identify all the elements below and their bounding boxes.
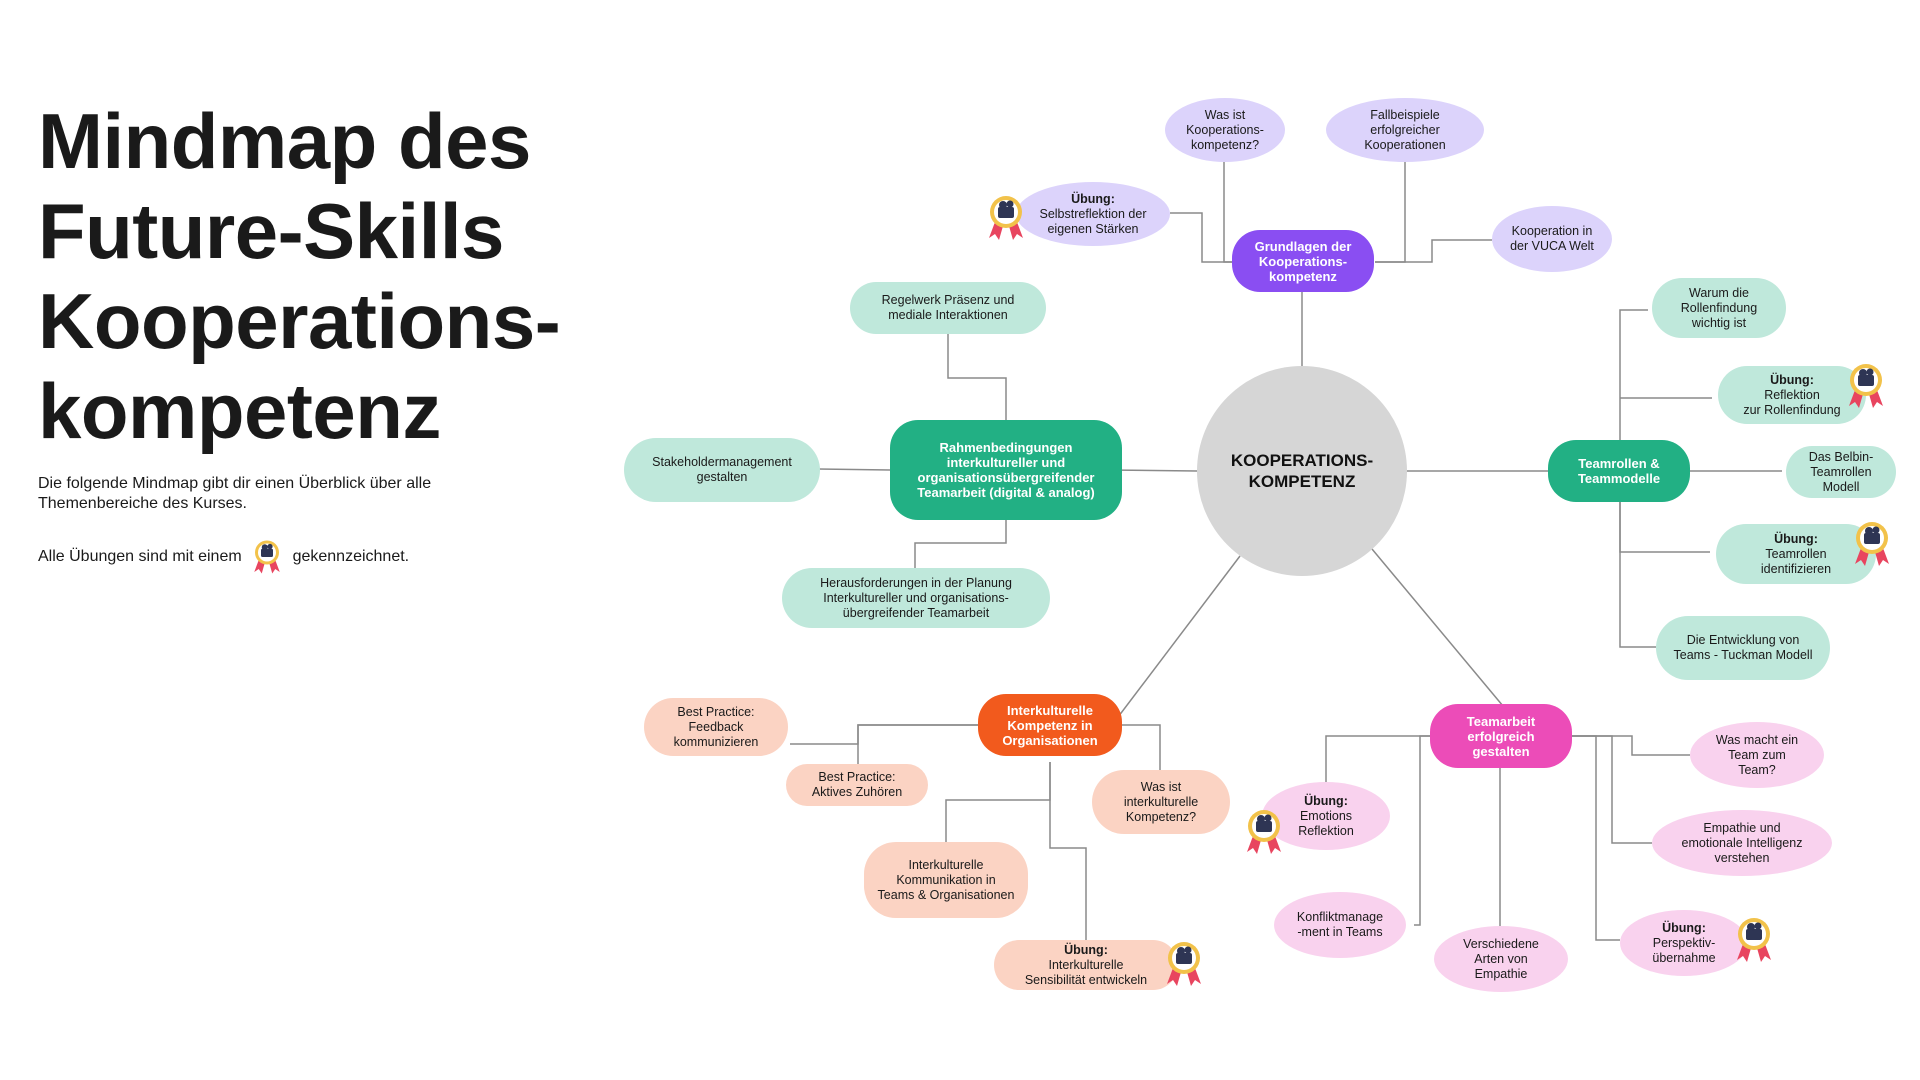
- exercise-legend: Alle Übungen sind mit einem gekennzeichn…: [38, 539, 478, 575]
- connector: [914, 520, 1007, 568]
- hub-grundlagen[interactable]: Grundlagen der Kooperations- kompetenz: [1232, 230, 1374, 292]
- title-line: Kooperations-: [38, 277, 561, 365]
- central-topic[interactable]: KOOPERATIONS- KOMPETENZ: [1197, 366, 1407, 576]
- exercise-perspektivuebernahme[interactable]: Übung: Perspektiv- übernahme: [1620, 910, 1748, 976]
- award-badge-icon: [254, 540, 280, 574]
- leaf-was-macht-team[interactable]: Was macht ein Team zum Team?: [1690, 722, 1824, 788]
- exercise-interkulturelle-sensibilitaet[interactable]: Übung: Interkulturelle Sensibilität entw…: [994, 940, 1178, 990]
- leaf-was-ist-kooperationskompetenz[interactable]: Was ist Kooperations- kompetenz?: [1165, 98, 1285, 162]
- exercise-reflektion-rollenfindung[interactable]: Übung: Reflektion zur Rollenfindung: [1718, 366, 1866, 424]
- exercise-emotions-reflektion[interactable]: Übung: Emotions Reflektion: [1262, 782, 1390, 850]
- leaf-regelwerk[interactable]: Regelwerk Präsenz und mediale Interaktio…: [850, 282, 1046, 334]
- title-line: Mindmap des: [38, 97, 531, 185]
- intro-text: Die folgende Mindmap gibt dir einen Über…: [38, 475, 432, 512]
- connector: [1619, 471, 1656, 648]
- page-title: Mindmap des Future-Skills Kooperations- …: [38, 96, 638, 456]
- leaf-konfliktmanagement[interactable]: Konfliktmanage -ment in Teams: [1274, 892, 1406, 958]
- award-badge-icon: [1737, 918, 1771, 962]
- leaf-vuca[interactable]: Kooperation in der VUCA Welt: [1492, 206, 1612, 272]
- exercise-text: Selbstreflektion der eigenen Stärken: [1039, 206, 1147, 236]
- connector: [1572, 735, 1652, 844]
- exercise-label: Übung:: [1064, 942, 1108, 957]
- exercise-label: Übung:: [1304, 793, 1348, 808]
- award-badge-icon: [1855, 522, 1889, 566]
- connector: [1572, 735, 1620, 941]
- leaf-belbin[interactable]: Das Belbin- Teamrollen Modell: [1786, 446, 1896, 498]
- exercise-text: Perspektiv- übernahme: [1652, 935, 1716, 965]
- title-line: Future-Skills: [38, 187, 504, 275]
- exercise-label: Übung:: [1774, 531, 1818, 546]
- leaf-fallbeispiele[interactable]: Fallbeispiele erfolgreicher Kooperatione…: [1326, 98, 1484, 162]
- central-topic-label: KOOPERATIONS- KOMPETENZ: [1230, 451, 1374, 491]
- leaf-warum-rollenfindung[interactable]: Warum die Rollenfindung wichtig ist: [1652, 278, 1786, 338]
- leaf-was-ist-interkulturelle-kompetenz[interactable]: Was ist interkulturelle Kompetenz?: [1092, 770, 1230, 834]
- connector: [1107, 469, 1198, 472]
- connector: [817, 468, 891, 471]
- exercise-selbstreflektion[interactable]: Übung: Selbstreflektion der eigenen Stär…: [1016, 182, 1170, 246]
- leaf-herausforderungen[interactable]: Herausforderungen in der Planung Interku…: [782, 568, 1050, 628]
- connector: [1111, 555, 1241, 726]
- connector: [1325, 735, 1430, 782]
- leaf-empathie-intelligenz[interactable]: Empathie und emotionale Intelligenz vers…: [1652, 810, 1832, 876]
- award-badge-icon: [1167, 942, 1201, 986]
- leaf-arten-von-empathie[interactable]: Verschiedene Arten von Empathie: [1434, 926, 1568, 992]
- connector: [947, 330, 1007, 420]
- connector: [1375, 239, 1492, 263]
- connector: [1170, 212, 1240, 263]
- hub-teamarbeit[interactable]: Teamarbeit erfolgreich gestalten: [1430, 704, 1572, 768]
- award-badge-icon: [1247, 810, 1281, 854]
- connector: [1414, 735, 1430, 926]
- leaf-interkulturelle-kommunikation[interactable]: Interkulturelle Kommunikation in Teams &…: [864, 842, 1028, 918]
- leaf-best-practice-feedback[interactable]: Best Practice: Feedback kommunizieren: [644, 698, 788, 756]
- connector: [1619, 309, 1648, 471]
- leaf-best-practice-zuhoeren[interactable]: Best Practice: Aktives Zuhören: [786, 764, 928, 806]
- connector: [1375, 162, 1406, 263]
- hub-teamrollen[interactable]: Teamrollen & Teammodelle: [1548, 440, 1690, 502]
- connector: [945, 762, 1051, 843]
- exercise-text: Emotions Reflektion: [1298, 808, 1354, 838]
- connector: [1049, 762, 1087, 940]
- legend-text-after: gekennzeichnet.: [292, 548, 410, 566]
- hub-rahmenbedingungen[interactable]: Rahmenbedingungen interkultureller und o…: [890, 420, 1122, 520]
- exercise-text: Teamrollen identifizieren: [1760, 546, 1832, 576]
- exercise-text: Reflektion zur Rollenfindung: [1743, 387, 1841, 417]
- connector: [1371, 548, 1504, 707]
- connector: [1572, 735, 1690, 756]
- exercise-label: Übung:: [1071, 191, 1115, 206]
- leaf-stakeholdermanagement[interactable]: Stakeholdermanagement gestalten: [624, 438, 820, 502]
- exercise-text: Interkulturelle Sensibilität entwickeln: [1024, 957, 1148, 987]
- award-badge-icon: [989, 196, 1023, 240]
- award-badge-icon: [1849, 364, 1883, 408]
- title-line: kompetenz: [38, 367, 441, 455]
- hub-interkulturelle-kompetenz[interactable]: Interkulturelle Kompetenz in Organisatio…: [978, 694, 1122, 756]
- connector: [790, 724, 978, 745]
- exercise-label: Übung:: [1662, 920, 1706, 935]
- connector: [1122, 724, 1161, 772]
- leaf-tuckman[interactable]: Die Entwicklung von Teams - Tuckman Mode…: [1656, 616, 1830, 680]
- legend-text-before: Alle Übungen sind mit einem: [38, 548, 242, 566]
- connector: [857, 724, 978, 768]
- exercise-teamrollen-identifizieren[interactable]: Übung: Teamrollen identifizieren: [1716, 524, 1876, 584]
- exercise-label: Übung:: [1770, 372, 1814, 387]
